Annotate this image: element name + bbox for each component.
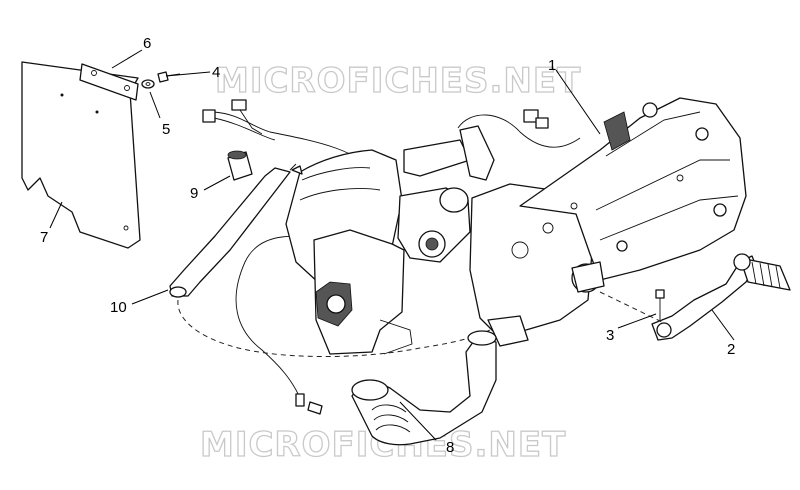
callout-9: 9 [190,185,198,202]
callout-10: 10 [110,299,127,316]
callout-5: 5 [162,121,170,138]
callout-6: 6 [143,35,151,52]
ground-cable [235,235,331,415]
kickstart-lever [599,253,791,341]
callout-4: 4 [212,64,220,81]
engine-assembly [285,97,747,355]
washer [141,79,155,89]
callout-2: 2 [727,341,735,358]
callout-8: 8 [446,439,454,456]
screw [291,165,303,175]
routing-dashed-line [177,299,491,358]
watermark-top: MICROFICHES.NET [215,61,581,101]
rubber-bush [227,150,253,181]
bolt [157,71,181,83]
air-duct-hose [351,330,497,446]
callout-1: 1 [548,57,556,74]
leader-lines [49,49,735,441]
callout-7: 7 [40,229,48,246]
mounting-bracket [79,63,139,101]
breather-pipe [169,163,297,298]
callout-3: 3 [606,327,614,344]
